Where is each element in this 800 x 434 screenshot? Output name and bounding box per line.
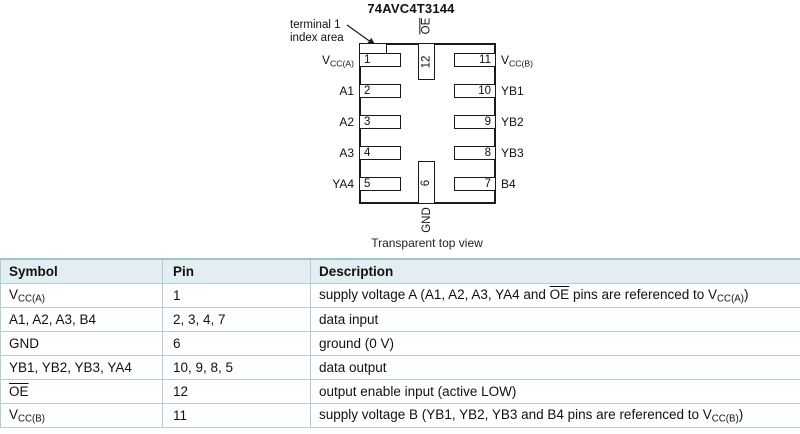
pin-label-yb1: YB1 <box>501 84 524 98</box>
pin-pad-6: 6 <box>418 161 435 204</box>
symbol-cell: OE <box>0 378 163 404</box>
description-cell: data output <box>310 354 800 380</box>
pin-pad-9: 9 <box>454 115 496 129</box>
description-cell: data input <box>310 306 800 332</box>
pin-number: 7 <box>484 178 491 190</box>
pin-cell: 1 <box>162 282 311 308</box>
pin-pad-7: 7 <box>454 177 496 191</box>
pin-pad-11: 11 <box>454 53 496 67</box>
pin-label-vcca: VCC(A) <box>322 53 354 69</box>
pin-pad-3: 3 <box>359 115 401 129</box>
description-cell: supply voltage B (YB1, YB2, YB3 and B4 p… <box>310 402 800 428</box>
table-row: A1, A2, A3, B4 2, 3, 4, 7 data input <box>0 306 800 332</box>
table-row: OE 12 output enable input (active LOW) <box>0 378 800 404</box>
bottom-pin-name: GND <box>412 205 442 235</box>
pin-number: 5 <box>364 178 371 190</box>
pin-cell: 6 <box>162 330 311 356</box>
pin-number: 10 <box>478 85 491 97</box>
pin-number: 3 <box>364 116 371 128</box>
pin-label-vccb: VCC(B) <box>501 53 533 69</box>
table-row: VCC(B) 11 supply voltage B (YB1, YB2, YB… <box>0 402 800 428</box>
pin-label-b4: B4 <box>501 177 516 191</box>
pin-label-yb3: YB3 <box>501 146 524 160</box>
table-row: VCC(A) 1 supply voltage A (A1, A2, A3, Y… <box>0 282 800 308</box>
device-title: 74AVC4T3144 <box>367 1 455 16</box>
pin-label-ya4: YA4 <box>332 177 354 191</box>
pin-number: 2 <box>364 85 371 97</box>
oe-label: OE <box>420 17 433 34</box>
pin-pad-4: 4 <box>359 146 401 160</box>
table-row: GND 6 ground (0 V) <box>0 330 800 356</box>
gnd-label: GND <box>421 207 433 233</box>
pin-pad-1: 1 <box>359 53 401 67</box>
pin-label-yb2: YB2 <box>501 115 524 129</box>
description-cell: supply voltage A (A1, A2, A3, YA4 and OE… <box>310 282 800 308</box>
pin-number: 6 <box>420 179 433 186</box>
header-description: Description <box>310 258 800 284</box>
pin-cell: 10, 9, 8, 5 <box>162 354 311 380</box>
pin-pad-8: 8 <box>454 146 496 160</box>
pin-number: 11 <box>479 54 491 66</box>
symbol-cell: VCC(A) <box>0 282 163 308</box>
pin-cell: 12 <box>162 378 311 404</box>
description-cell: output enable input (active LOW) <box>310 378 800 404</box>
pin-cell: 2, 3, 4, 7 <box>162 306 311 332</box>
table-row: YB1, YB2, YB3, YA4 10, 9, 8, 5 data outp… <box>0 354 800 380</box>
pin-pad-12: 12 <box>418 43 435 80</box>
table-header-row: Symbol Pin Description <box>0 258 800 284</box>
pin-pad-10: 10 <box>454 84 496 98</box>
header-pin: Pin <box>162 258 311 284</box>
symbol-cell: A1, A2, A3, B4 <box>0 306 163 332</box>
pin-pad-5: 5 <box>359 177 401 191</box>
symbol-cell: VCC(B) <box>0 402 163 428</box>
index-pointer-arrow <box>346 24 376 46</box>
pin-cell: 11 <box>162 402 311 428</box>
pin-number: 12 <box>420 55 433 68</box>
terminal1-index-note: terminal 1 index area <box>290 19 344 45</box>
top-pin-name: OE <box>415 14 438 37</box>
pin-number: 4 <box>364 147 371 159</box>
package-outline: 1 2 3 4 5 11 10 9 8 7 12 6 <box>359 43 496 204</box>
pin-number: 9 <box>484 116 491 128</box>
pin-number: 8 <box>484 147 491 159</box>
pin-pad-2: 2 <box>359 84 401 98</box>
pin-label-a3: A3 <box>339 146 354 160</box>
pin-description-table: Symbol Pin Description VCC(A) 1 supply v… <box>0 258 800 428</box>
header-symbol: Symbol <box>0 258 163 284</box>
symbol-cell: GND <box>0 330 163 356</box>
symbol-cell: YB1, YB2, YB3, YA4 <box>0 354 163 380</box>
pin-label-a1: A1 <box>339 84 354 98</box>
pin-label-a2: A2 <box>339 115 354 129</box>
description-cell: ground (0 V) <box>310 330 800 356</box>
terminal1-note-line2: index area <box>290 32 344 44</box>
pin-number: 1 <box>364 54 371 66</box>
terminal1-note-line1: terminal 1 <box>290 19 341 31</box>
diagram-caption: Transparent top view <box>371 236 483 250</box>
